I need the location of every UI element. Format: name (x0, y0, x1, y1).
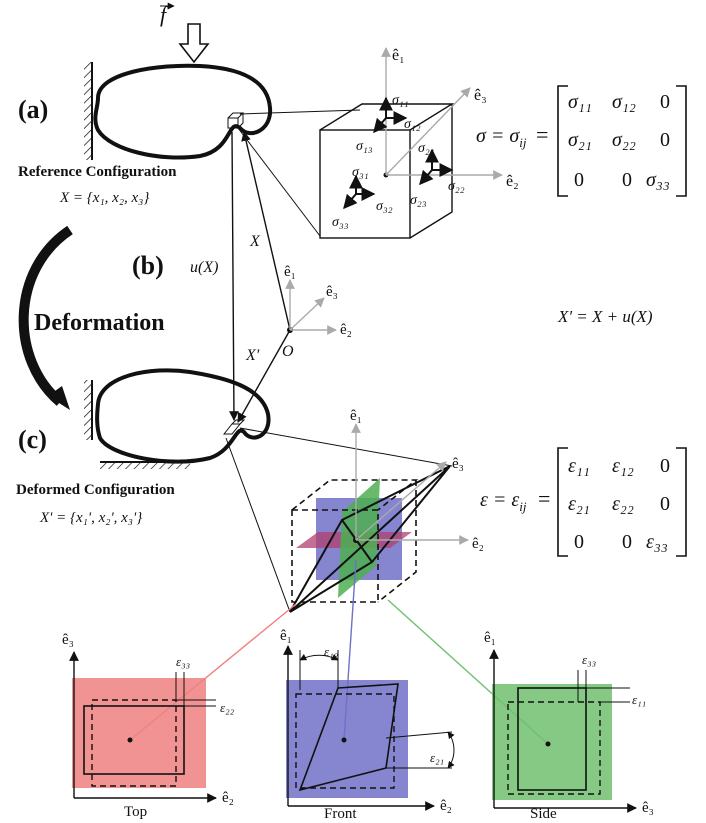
top-view-label-1: ε₃₃ (176, 654, 190, 669)
strain-cube-axes (351, 423, 469, 545)
panel-label-b: (b) (132, 251, 164, 280)
top-view-name: Top (124, 804, 147, 820)
deformed-title: Deformed Configuration (16, 482, 175, 498)
origin-axes (285, 279, 337, 335)
origin-axis-e2: ê₂ (340, 322, 352, 338)
top-view (69, 651, 217, 803)
reference-coords: X = {x₁, x₂, x₃} (59, 190, 149, 206)
svg-text:=: = (538, 486, 550, 511)
side-view (489, 649, 637, 813)
strain-m13: 0 (660, 455, 670, 477)
reference-title: Reference Configuration (18, 164, 177, 180)
strain-m31: 0 (574, 531, 584, 553)
stress-m11: σ₁₁ (568, 91, 592, 113)
front-view-label-2: ε₂₁ (430, 750, 444, 765)
displacement-vector (229, 131, 239, 421)
strain-axis-e2: ê₂ (472, 536, 484, 552)
stress-cube-axes (381, 47, 503, 180)
stress-arrows (343, 96, 454, 210)
front-view-name: Front (324, 806, 357, 822)
side-view-label-1: ε₃₃ (582, 652, 596, 667)
strain-m11: ε₁₁ (568, 455, 590, 477)
side-view-name: Side (530, 806, 557, 822)
panel-label-c: (c) (18, 425, 47, 454)
strain-axis-e3: ê₃ (452, 456, 464, 472)
stress-equation: σ = σij = σ₁₁ σ₁₂ 0 σ₂₁ σ₂₂ 0 0 0 σ₃₃ (476, 85, 687, 197)
strain-cube (289, 465, 451, 613)
strain-m22: ε₂₂ (612, 493, 634, 515)
front-view-label-1: ε₁₂ (324, 644, 339, 659)
strain-m33: ε₃₃ (646, 531, 668, 553)
origin-label: O (282, 343, 294, 360)
deformed-material-point (222, 419, 246, 435)
top-view-haxis: ê₂ (222, 790, 234, 806)
stress-m32: 0 (622, 169, 632, 191)
reference-wall (84, 62, 93, 160)
panel-label-a: (a) (18, 95, 48, 124)
position-label: X (249, 233, 261, 250)
strain-lhs: ε = εij (480, 489, 527, 514)
stress-m23: 0 (660, 129, 670, 151)
mapping-equation: X' = X + u(X) (557, 307, 653, 326)
cube-label-s22: σ₂₂ (448, 179, 465, 194)
position-prime-vector (237, 329, 291, 423)
material-point-cube (227, 112, 245, 129)
origin-axis-e3: ê₃ (326, 284, 338, 300)
deformed-body (95, 368, 271, 464)
force-arrow: f (160, 2, 210, 64)
position-vector (241, 131, 291, 331)
cube-label-s21: σ₂₁ (418, 141, 435, 156)
strain-m23: 0 (660, 493, 670, 515)
cube-label-s11: σ₁₁ (392, 93, 409, 108)
origin-axis-e1: ê₁ (284, 264, 296, 280)
cube-axis-e1: ê₁ (392, 47, 405, 64)
side-view-vaxis: ê₁ (484, 630, 496, 646)
deformation-arrow (18, 225, 73, 406)
side-view-haxis: ê₃ (642, 800, 654, 816)
stress-m12: σ₁₂ (612, 91, 636, 113)
deformation-label: Deformation (34, 310, 165, 336)
front-view-vaxis: ê₁ (280, 628, 292, 644)
svg-text:=: = (536, 122, 548, 147)
stress-m31: 0 (574, 169, 584, 191)
deformed-coords: X' = {x₁', x₂', x₃'} (39, 510, 142, 526)
strain-equation: ε = εij = ε₁₁ ε₁₂ 0 ε₂₁ ε₂₂ 0 0 0 ε₃₃ (480, 447, 687, 557)
cube-label-s23: σ₂₃ (410, 193, 427, 208)
cube-axis-e3: ê₃ (474, 87, 487, 104)
front-view (283, 645, 455, 811)
reference-body (93, 63, 273, 160)
position-prime-label: X' (245, 347, 260, 364)
cube-label-s12: σ₁₂ (404, 117, 421, 132)
force-label: f (160, 2, 169, 27)
strain-m12: ε₁₂ (612, 455, 634, 477)
stress-m21: σ₂₁ (568, 129, 592, 151)
cube-axis-e2: ê₂ (506, 173, 519, 190)
cube-label-s33: σ₃₃ (332, 215, 349, 230)
stress-cube (319, 103, 455, 239)
side-view-label-2: ε₁₁ (632, 692, 646, 707)
strain-m32: 0 (622, 531, 632, 553)
top-view-vaxis: ê₃ (62, 632, 74, 648)
cube-label-s31: σ₃₁ (352, 165, 369, 180)
cube-label-s13: σ₁₃ (356, 139, 373, 154)
stress-m22: σ₂₂ (612, 129, 636, 151)
stress-lhs: σ = σij (476, 125, 527, 150)
strain-m21: ε₂₁ (568, 493, 590, 515)
stress-m33: σ₃₃ (646, 169, 670, 191)
top-view-label-2: ε₂₂ (220, 700, 235, 715)
strain-axis-e1: ê₁ (350, 408, 362, 424)
stress-cube-labels: σ₁₁ σ₁₂ σ₁₃ σ₂₁ σ₂₂ σ₂₃ σ₃₁ σ₃₂ σ₃₃ (332, 93, 465, 230)
front-view-haxis: ê₂ (440, 798, 452, 814)
stress-m13: 0 (660, 91, 670, 113)
displacement-label: u(X) (190, 259, 218, 276)
cube-label-s32: σ₃₂ (376, 199, 393, 214)
